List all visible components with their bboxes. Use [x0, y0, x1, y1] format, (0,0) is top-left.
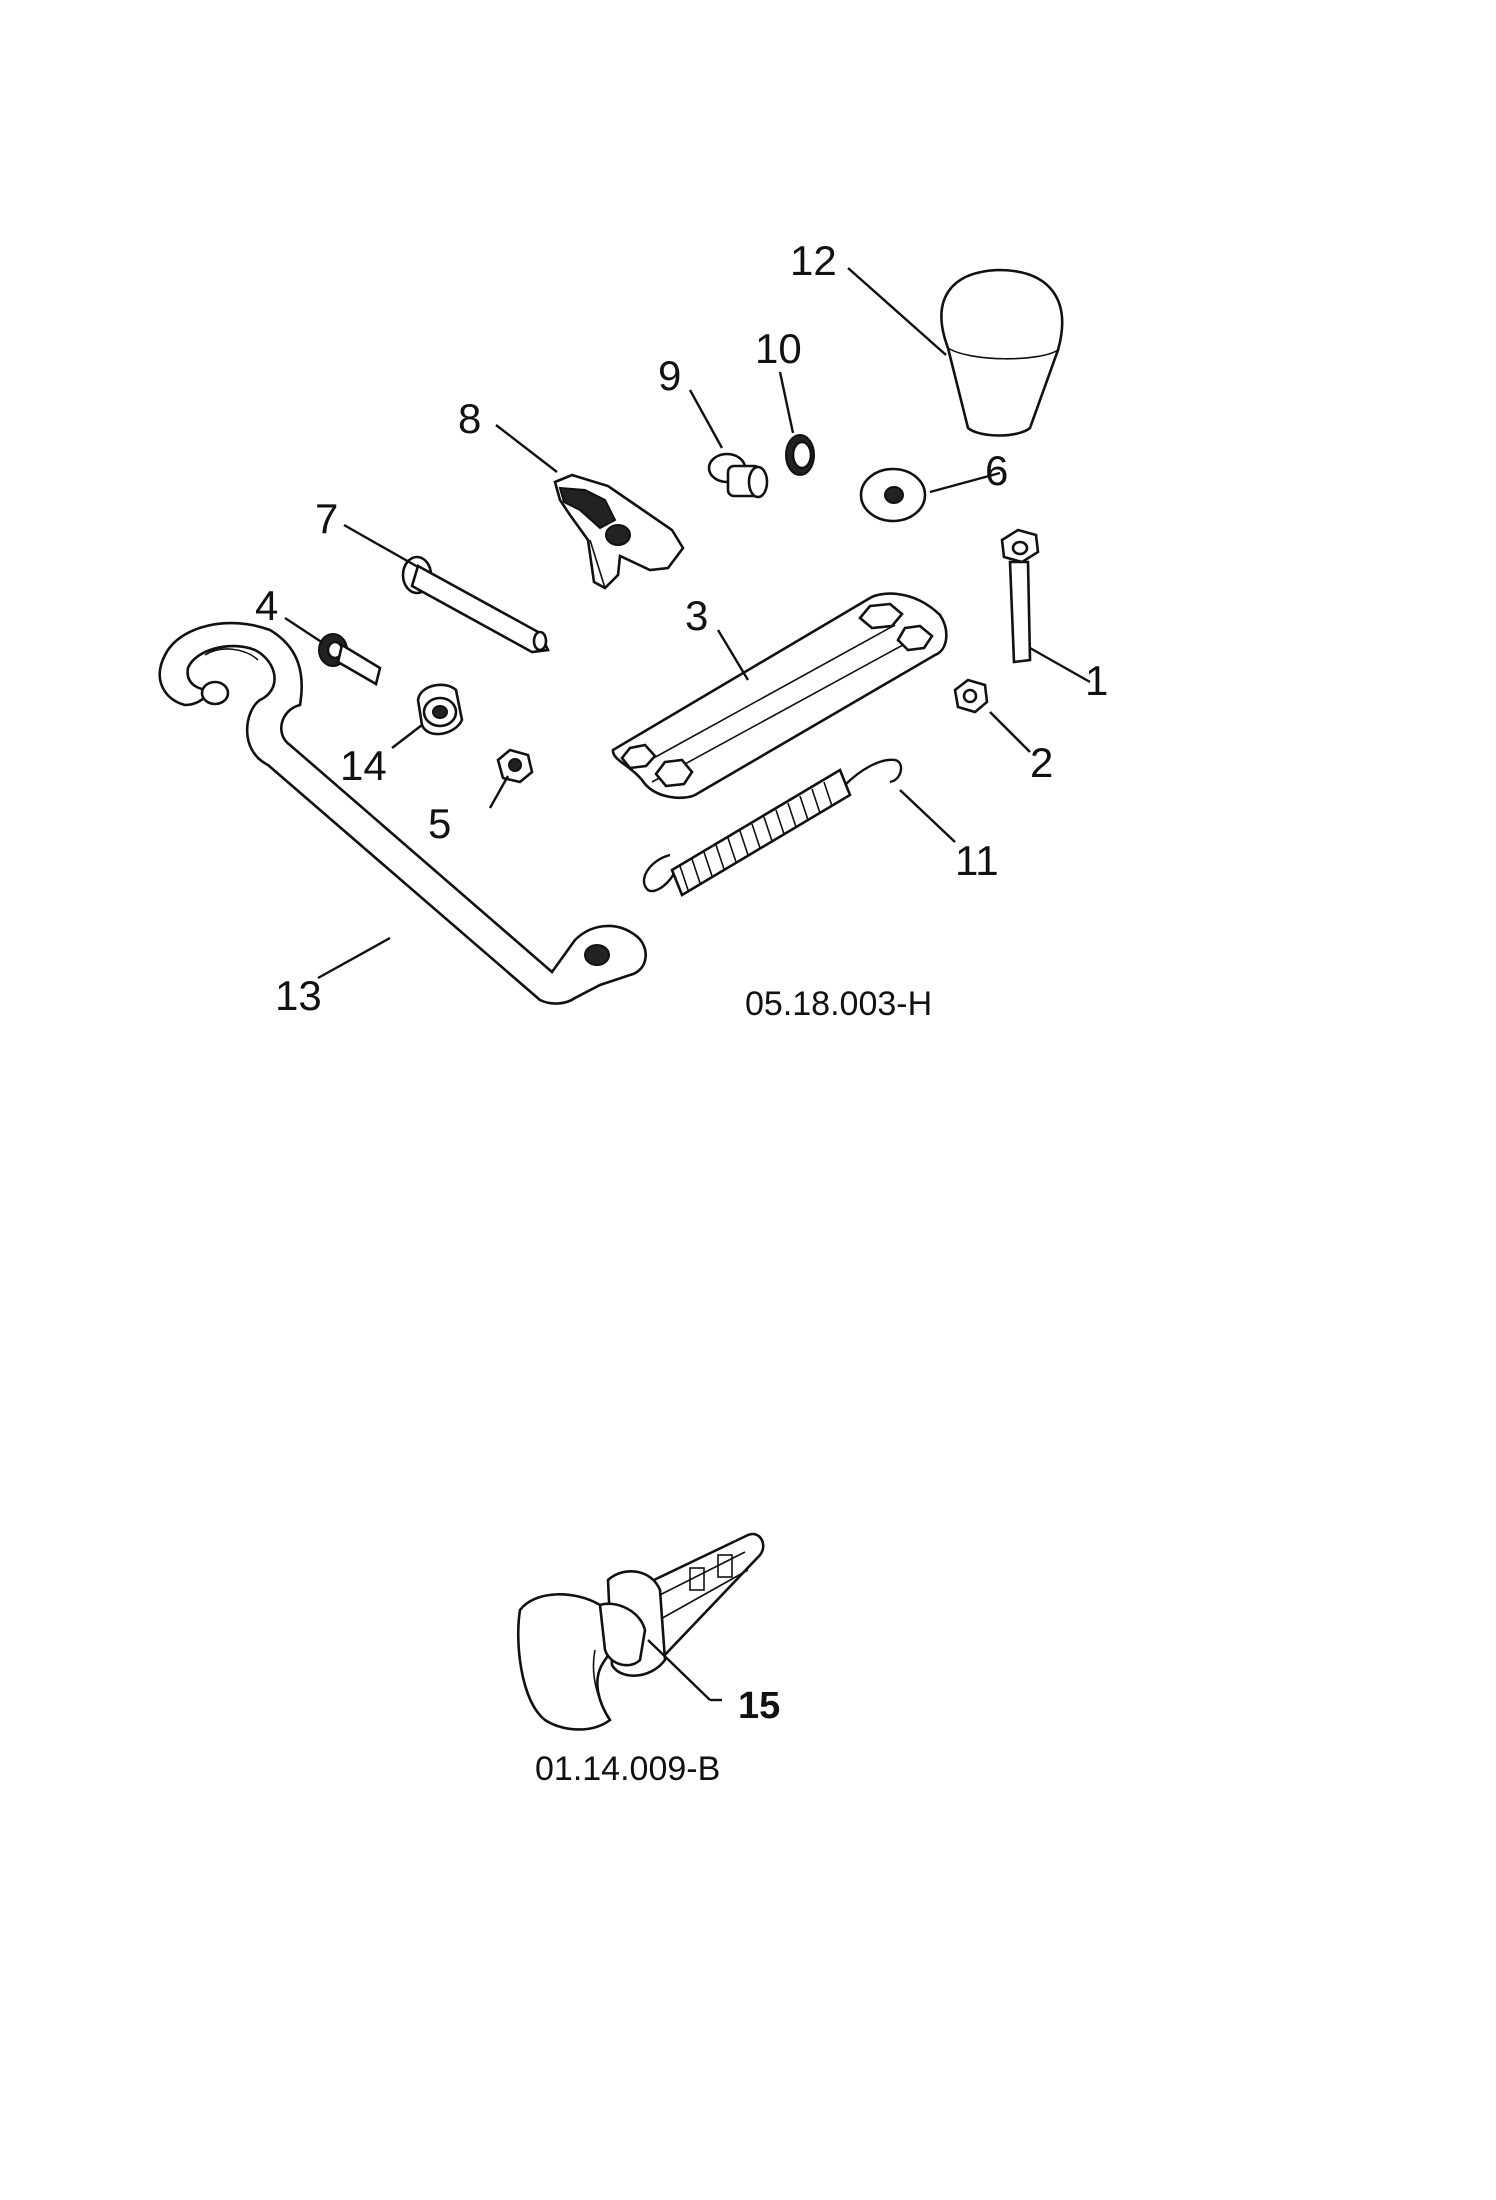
- leader-line-15: [647, 1639, 722, 1702]
- callout-1: 1: [1085, 657, 1109, 704]
- callout-4: 4: [255, 582, 279, 629]
- part-1-bolt: [1000, 528, 1040, 664]
- callout-15: 15: [738, 1685, 781, 1727]
- callout-13: 13: [275, 972, 322, 1019]
- callout-14: 14: [340, 742, 387, 789]
- callout-2: 2: [1030, 739, 1054, 786]
- leader-lines-top: [284, 267, 1091, 980]
- part-3-wrench: [611, 592, 948, 800]
- part-8-bracket: [553, 473, 685, 590]
- callout-10: 10: [755, 325, 802, 372]
- callout-9: 9: [658, 352, 682, 399]
- part-12-knob: [940, 268, 1064, 437]
- callout-5: 5: [428, 800, 452, 847]
- callout-11: 11: [955, 837, 999, 884]
- callout-7: 7: [315, 495, 339, 542]
- part-15-latch: [516, 1532, 765, 1731]
- diagram-code-bottom: 01.14.009-B: [535, 1750, 721, 1788]
- part-9-spacer: [707, 452, 769, 499]
- callout-8: 8: [458, 395, 482, 442]
- part-11-spring: [642, 758, 903, 897]
- part-13-bent-rod: [158, 621, 647, 1005]
- part-6-washer: [859, 467, 927, 523]
- callout-6: 6: [985, 447, 1009, 494]
- part-14-bushing: [416, 683, 464, 736]
- part-4-stud: [318, 633, 382, 686]
- part-2-lock-nut: [953, 678, 989, 714]
- callout-12: 12: [790, 237, 837, 284]
- part-7-pin: [401, 555, 550, 654]
- part-5-nut: [496, 748, 534, 784]
- callout-3: 3: [685, 592, 709, 639]
- diagram-code-top: 05.18.003-H: [745, 985, 933, 1023]
- part-10-flange-nut: [785, 434, 815, 476]
